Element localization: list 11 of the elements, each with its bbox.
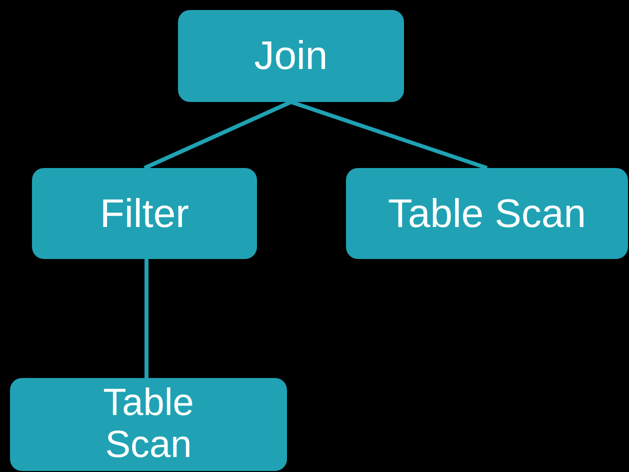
connector-line: [290, 100, 488, 170]
connector-line: [144, 100, 292, 170]
connector-line: [144, 259, 148, 378]
process-box: [178, 10, 404, 102]
node-label: Table Scan: [388, 192, 586, 236]
node-label: Table Scan: [102, 382, 195, 466]
process-box: [346, 168, 628, 259]
node-label: Join: [254, 34, 328, 78]
process-box: [32, 168, 257, 259]
process-box: [10, 378, 287, 471]
node-label: Filter: [100, 192, 189, 236]
